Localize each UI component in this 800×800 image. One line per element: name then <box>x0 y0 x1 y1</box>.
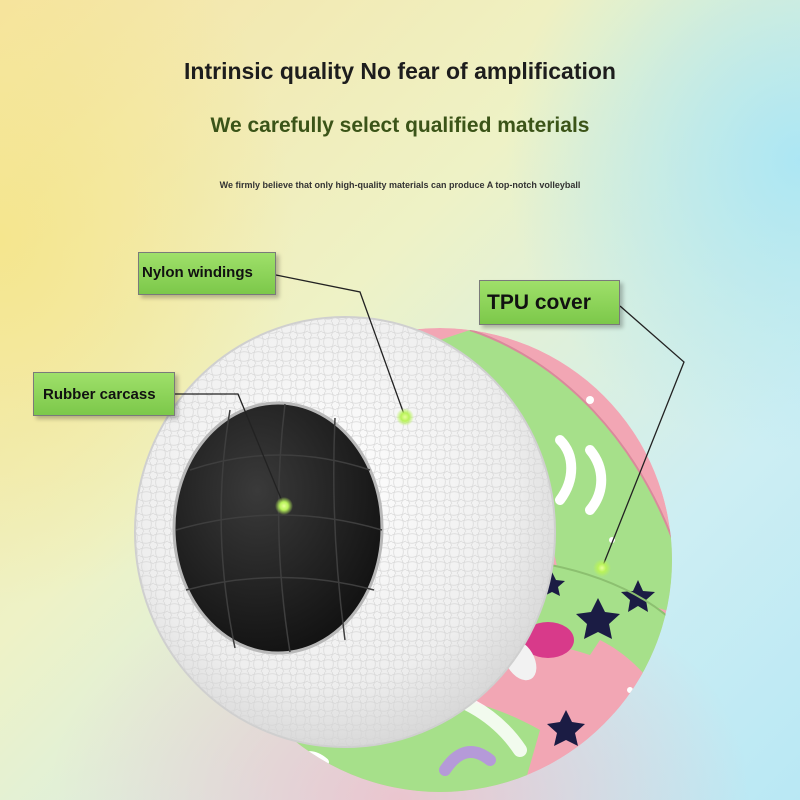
headline: Intrinsic quality No fear of amplificati… <box>184 58 616 84</box>
nylon-leader-line <box>275 274 406 418</box>
callout-nylon-windings: Nylon windings <box>138 252 276 295</box>
tpu-leader-line <box>601 305 685 569</box>
callout-leader-lines <box>175 274 685 569</box>
callout-rubber-carcass: Rubber carcass <box>33 372 175 416</box>
rubber-marker-dot <box>275 497 293 515</box>
rubber-leader-line <box>175 393 285 507</box>
subheadline: We carefully select qualified materials <box>210 114 590 137</box>
nylon-marker-dot <box>396 408 414 426</box>
tpu-marker-dot <box>593 559 611 577</box>
tagline: We firmly believe that only high-quality… <box>219 180 581 190</box>
rubber-carcass <box>172 401 384 655</box>
callout-tpu-cover: TPU cover <box>479 280 620 325</box>
